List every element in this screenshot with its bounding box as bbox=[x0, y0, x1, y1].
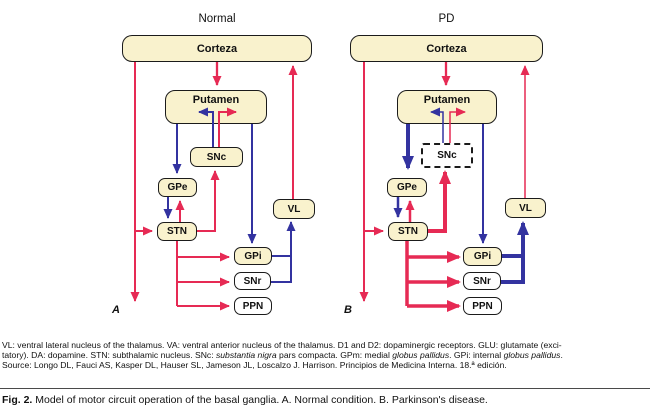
node-corteza-pd: Corteza bbox=[350, 35, 543, 62]
node-vl-normal: VL bbox=[273, 199, 315, 219]
node-ppn-pd: PPN bbox=[463, 297, 502, 315]
node-ppn-normal: PPN bbox=[234, 297, 272, 315]
figure-caption-text: Model of motor circuit operation of the … bbox=[32, 394, 488, 406]
abbreviations-footnote: VL: ventral lateral nucleus of the thala… bbox=[2, 340, 648, 370]
node-putamen-normal: Putamen bbox=[165, 90, 267, 124]
footnote-source-line: Source: Longo DL, Fauci AS, Kasper DL, H… bbox=[2, 360, 507, 370]
node-stn-pd: STN bbox=[388, 222, 428, 241]
node-gpe-pd: GPe bbox=[387, 178, 427, 197]
node-snr-pd: SNr bbox=[463, 272, 501, 290]
panel-letter-b: B bbox=[344, 304, 352, 316]
node-gpe-normal: GPe bbox=[158, 178, 197, 197]
node-vl-pd: VL bbox=[505, 198, 546, 218]
node-snc-normal: SNc bbox=[190, 147, 243, 167]
node-snc-degenerated-pd: SNc bbox=[421, 143, 473, 168]
arrow-stn-snc-normal bbox=[197, 170, 220, 232]
arrow-stn-snc-pd-thick bbox=[428, 170, 451, 233]
node-gpi-normal: GPi bbox=[234, 247, 272, 265]
panel-letter-a: A bbox=[112, 304, 120, 316]
footnote-line-2: tatory). DA: dopamine. STN: subthalamic … bbox=[2, 350, 563, 360]
node-putamen-pd: Putamen bbox=[397, 90, 497, 124]
figure-caption: Fig. 2. Model of motor circuit operation… bbox=[2, 394, 648, 406]
panel-title-normal: Normal bbox=[198, 13, 236, 25]
node-gpi-pd: GPi bbox=[463, 247, 502, 266]
node-stn-normal: STN bbox=[157, 222, 197, 241]
node-snr-normal: SNr bbox=[234, 272, 271, 290]
footnote-line-1: VL: ventral lateral nucleus of the thala… bbox=[2, 340, 562, 350]
circuit-arrows bbox=[130, 62, 530, 312]
figure-caption-label: Fig. 2. bbox=[2, 394, 33, 406]
panel-title-pd: PD bbox=[438, 13, 455, 25]
node-corteza-normal: Corteza bbox=[122, 35, 312, 62]
caption-divider bbox=[0, 388, 650, 389]
